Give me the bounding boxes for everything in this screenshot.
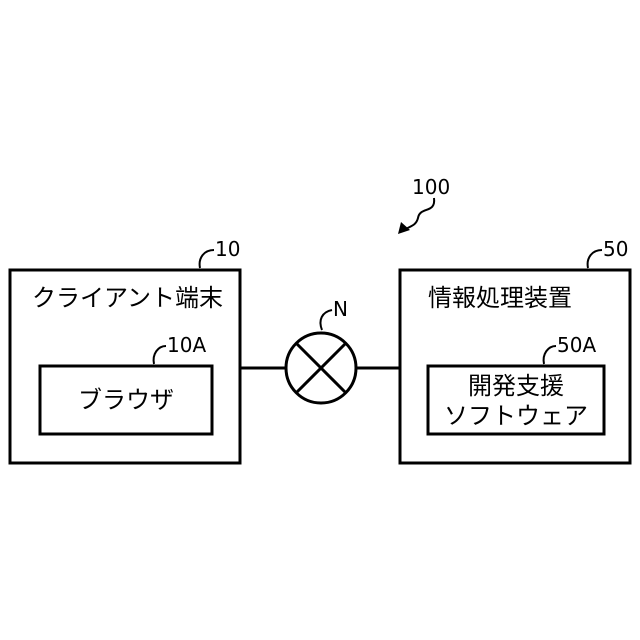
client-ref-label: 10 <box>215 237 240 261</box>
system-reference: 100 <box>398 175 450 234</box>
dev-support-software-label-line2: ソフトウェア <box>444 402 588 430</box>
network: N <box>240 297 400 403</box>
information-processing-device: 情報処理装置 50 開発支援 ソフトウェア 50A <box>400 237 630 463</box>
dev-support-software-ref-leader <box>544 346 556 364</box>
dev-support-software-label-line1: 開発支援 <box>468 372 564 400</box>
server-title: 情報処理装置 <box>428 284 572 312</box>
system-ref-label: 100 <box>412 175 450 199</box>
system-ref-arrow <box>402 198 434 231</box>
client-ref-leader <box>200 250 214 268</box>
network-ref-label: N <box>333 297 348 321</box>
browser-ref-label: 10A <box>167 333 206 357</box>
server-ref-leader <box>588 250 602 268</box>
client-terminal: クライアント端末 10 ブラウザ 10A <box>10 237 240 463</box>
dev-support-software-ref-label: 50A <box>557 333 596 357</box>
network-ref-leader <box>320 310 332 330</box>
client-terminal-title: クライアント端末 <box>32 284 223 312</box>
browser-ref-leader <box>154 346 166 364</box>
server-ref-label: 50 <box>603 237 628 261</box>
browser-label: ブラウザ <box>78 386 174 414</box>
